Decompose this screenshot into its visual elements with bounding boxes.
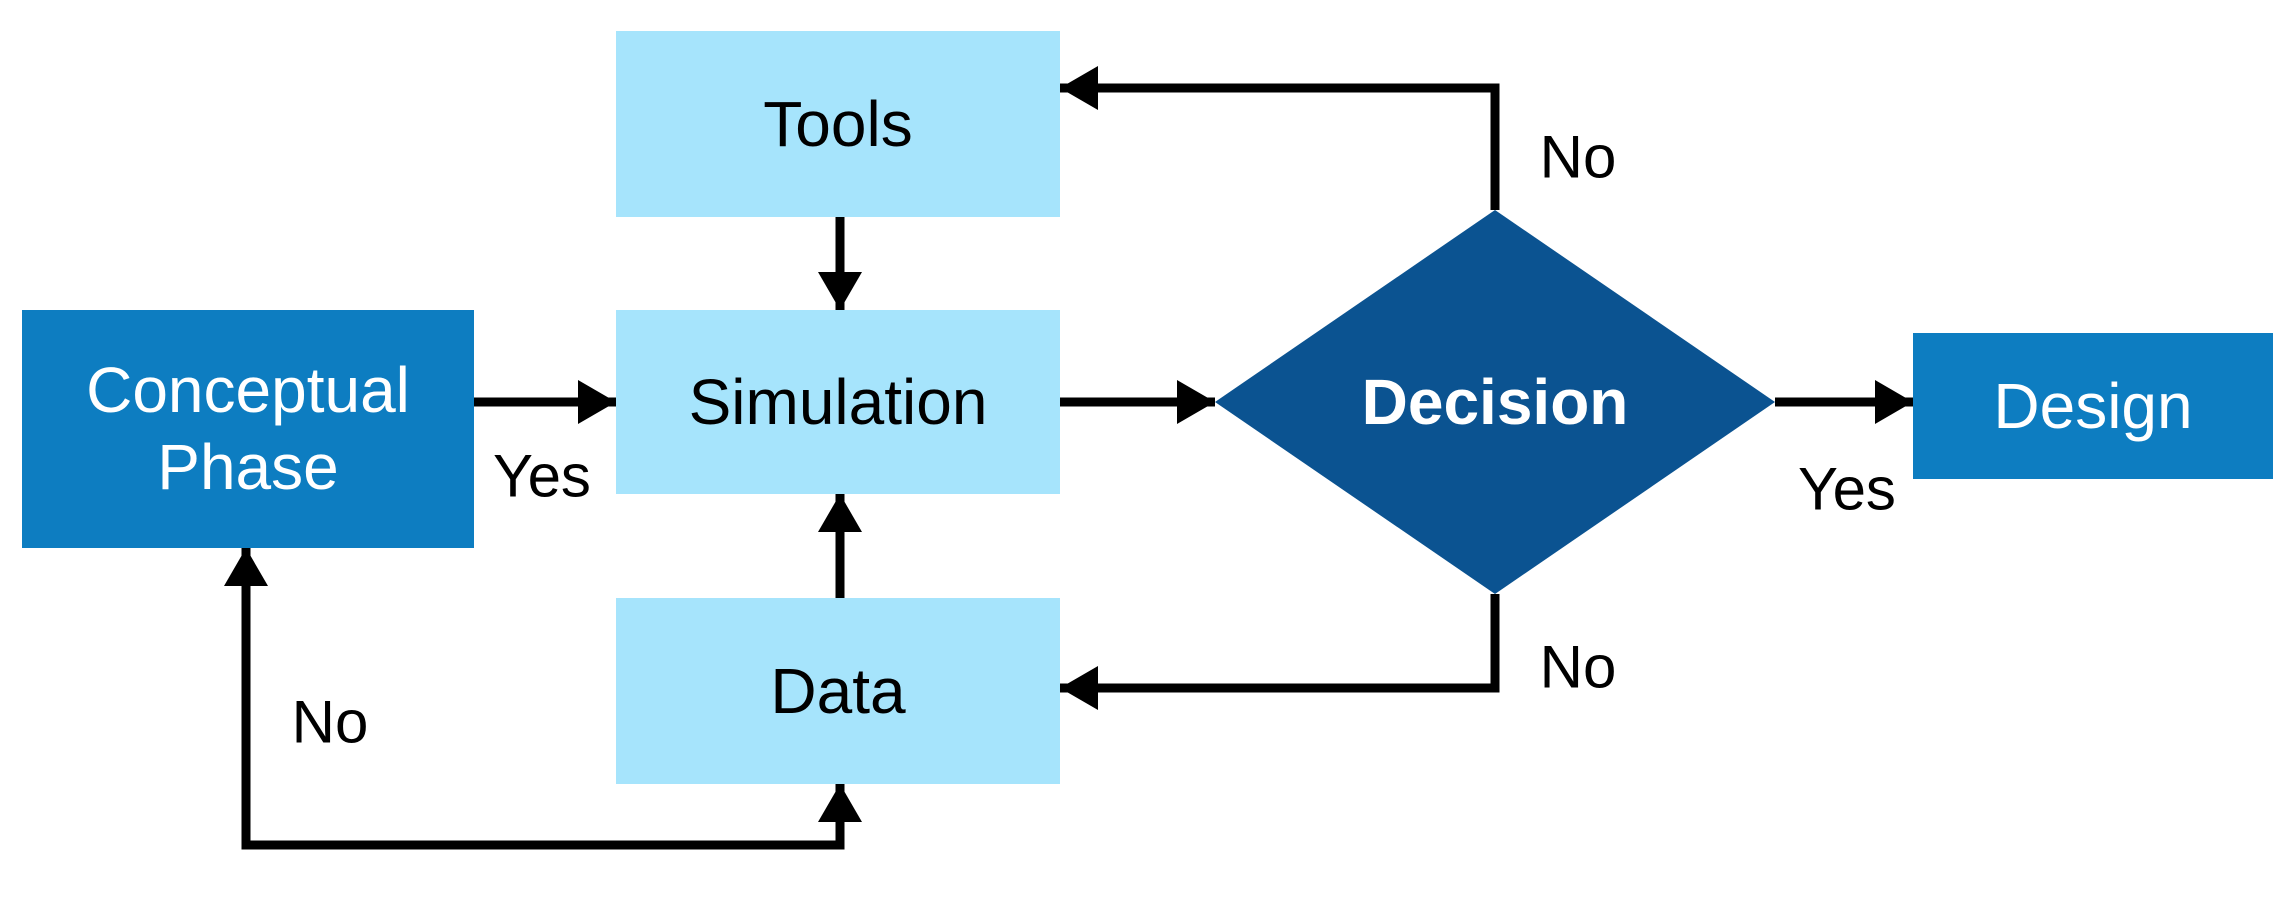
node-data: Data (616, 598, 1060, 784)
edge-label-yes-decision-to-design: Yes (1798, 455, 1896, 523)
arrow-loop-to-data (246, 784, 862, 850)
arrow-decision-to-tools (1060, 66, 1500, 210)
node-tools: Tools (616, 31, 1060, 217)
node-simulation-label: Simulation (688, 365, 988, 438)
node-data-label: Data (770, 654, 906, 727)
node-conceptual-phase-label: Conceptual Phase (86, 352, 410, 506)
node-conceptual-phase: Conceptual Phase (22, 310, 474, 548)
edge-label-no-decision-to-tools: No (1539, 123, 1617, 191)
node-design: Design (1913, 333, 2273, 479)
node-decision-label: Decision (1361, 366, 1629, 438)
node-simulation: Simulation (616, 310, 1060, 494)
node-design-label: Design (1993, 369, 2193, 442)
arrow-decision-to-data (1060, 594, 1500, 710)
edge-label-yes-conceptual-to-simulation: Yes (493, 442, 591, 510)
node-tools-label: Tools (763, 87, 913, 160)
edge-label-no-loop-to-conceptual: No (291, 688, 369, 756)
conceptual-line-1: Conceptual (86, 354, 410, 427)
conceptual-line-2: Phase (157, 431, 339, 503)
edge-label-no-decision-to-data: No (1539, 633, 1617, 701)
decision-diamond (1215, 210, 1775, 594)
